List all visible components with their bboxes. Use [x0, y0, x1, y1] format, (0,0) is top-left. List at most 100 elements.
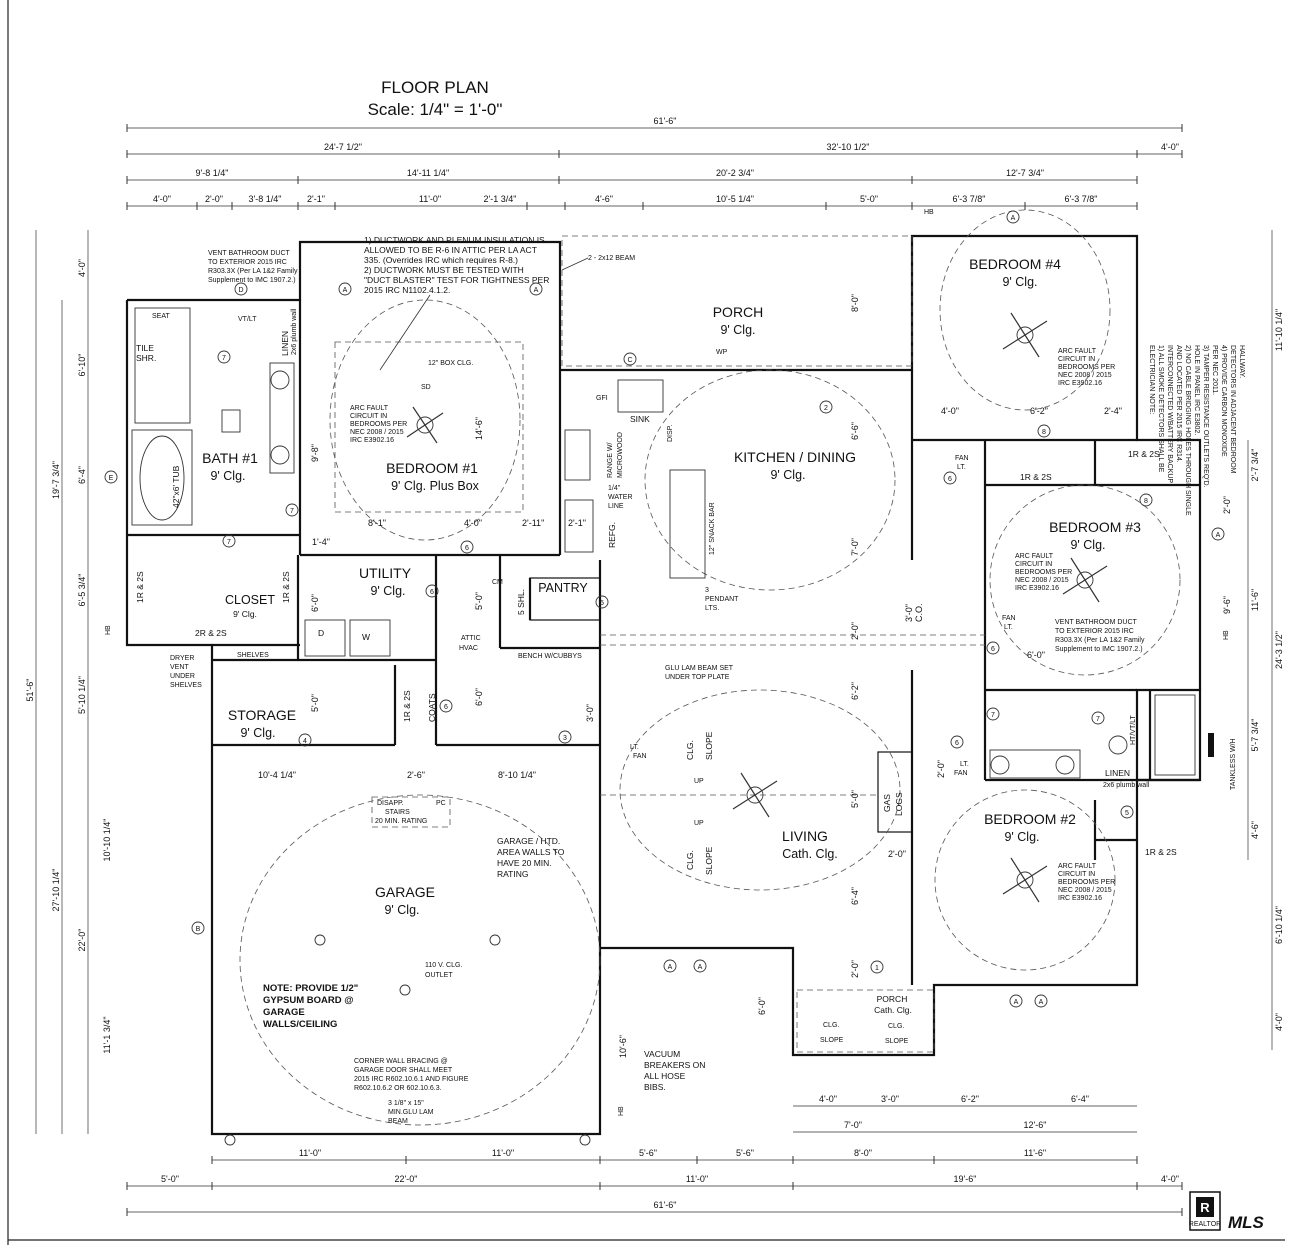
window-tags: A A A A A A A A B C D E: [104, 210, 1225, 1008]
note-arc1-4: IRC E3902.16: [350, 437, 394, 444]
plan-title: FLOOR PLAN: [381, 78, 489, 97]
note-garage-beam-0: 3 1/8" x 15": [388, 1100, 424, 1107]
note-bracing-3: R602.10.6.2 OR 602.10.6.3.: [354, 1085, 442, 1092]
note-duct-4: "DUCT BLASTER" TEST FOR TIGHTNESS PER: [364, 275, 549, 285]
note-arc3-3: NEC 2008 / 2015: [1015, 577, 1069, 584]
note-dryer-1: VENT: [170, 664, 189, 671]
svg-text:B: B: [196, 926, 201, 933]
dim-top3-8: 5'-0": [860, 194, 878, 204]
note-1r2s-b2: 1R & 2S: [1145, 847, 1177, 857]
note-bracing-1: GARAGE DOOR SHALL MEET: [354, 1067, 453, 1074]
room-porch-back-name: PORCH: [877, 994, 908, 1004]
dim-top1-0: 24'-7 1/2": [324, 142, 362, 152]
svg-text:A: A: [698, 964, 703, 971]
note-elec-9: DETECTORS IN ADJACENT BEDROOM: [1229, 345, 1236, 474]
dim-left-inner-6: 11'-1 3/4": [102, 1016, 112, 1053]
note-arc4-1: CIRCUIT IN: [1058, 356, 1095, 363]
door-tag-6c: 6: [439, 699, 453, 713]
note-vent2-0: VENT BATHROOM DUCT: [1055, 619, 1138, 626]
svg-text:2: 2: [824, 405, 828, 412]
dim-porch1-1: 3'-0": [881, 1094, 899, 1104]
door-tag-7c: 7: [222, 534, 236, 548]
svg-text:A: A: [1014, 999, 1019, 1006]
room-porch-front-ceiling: 9' Clg.: [720, 323, 755, 337]
note-lt-fan-2a: LT.: [960, 761, 969, 768]
note-clg-slope-1a: CLG.: [685, 740, 695, 760]
dim-int-17: 7'-0": [850, 538, 860, 556]
room-storage-name: STORAGE: [228, 707, 296, 723]
window-tag-a1: A: [338, 282, 352, 296]
dim-int-6: 1'-4": [312, 537, 330, 547]
note-hb-4: HB: [618, 1106, 625, 1116]
note-elec-8: 4) PROVIDE CARBON MONOXIDE: [1220, 345, 1227, 457]
note-outlet-1: OUTLET: [425, 972, 453, 979]
room-closet-ceiling: 9' Clg.: [233, 609, 257, 619]
dim-right-interior-0: 2'-0": [1222, 496, 1232, 514]
note-arc3-0: ARC FAULT: [1015, 553, 1054, 560]
dim-porch2-0: 7'-0": [844, 1120, 862, 1130]
dim-top3-6: 4'-6": [595, 194, 613, 204]
note-arc1-2: BEDROOMS PER: [350, 421, 407, 428]
dim-porch1-0: 4'-0": [819, 1094, 837, 1104]
dim-right-outer-3: 4'-0": [1274, 1013, 1284, 1031]
dim-top2-3: 12'-7 3/4": [1006, 168, 1044, 178]
note-vent1-2: R303.3X (Per LA 1&2 Family: [208, 268, 298, 275]
window-tag-a5: A: [663, 959, 677, 973]
fixtures: [131, 307, 1196, 1146]
room-living-name: LIVING: [782, 828, 828, 844]
dim-int-11: 5'-0": [310, 694, 320, 712]
door-tag-6e: 6: [986, 641, 1000, 655]
dim-int-19: 3'-0": [904, 604, 914, 622]
note-clg-slope-4a: CLG.: [888, 1023, 904, 1030]
note-hb-3: HB: [1223, 630, 1230, 640]
note-d: D: [318, 628, 324, 638]
note-bench: BENCH W/CUBBYS: [518, 653, 582, 660]
note-elec-7: PER NEC 2011.: [1211, 345, 1218, 395]
note-vent2-2: R303.3X (Per LA 1&2 Family: [1055, 637, 1145, 644]
note-gypsum-3: WALLS/CEILING: [263, 1019, 337, 1030]
dim-right-inner-0: 2'-7 3/4": [1250, 449, 1260, 482]
note-fan-lt-2a: FAN: [1002, 615, 1016, 622]
note-arc2-3: NEC 2008 / 2015: [1058, 887, 1112, 894]
note-elec-10: HALLWAY.: [1238, 345, 1245, 378]
note-box-clg: 12" BOX CLG.: [428, 360, 473, 367]
dim-top1-1: 32'-10 1/2": [827, 142, 870, 152]
top-dimensions: 61'-6" 24'-7 1/2" 32'-10 1/2" 4'-0" 9'-8…: [126, 116, 1183, 210]
note-duct-0: 1) DUCTWORK AND PLENUM INSULATION IS: [364, 235, 545, 245]
dim-overall-bottom: 61'-6": [654, 1200, 677, 1210]
left-dimensions: 51'-6" 19'-7 3/4" 27'-10 1/4" 4'-0" 6'-1…: [25, 230, 112, 1134]
note-elec-0: ELECTRICIAN NOTE:: [1148, 345, 1155, 415]
note-w: W: [362, 632, 370, 642]
note-duct-1: ALLOWED TO BE R-6 IN ATTIC PER LA ACT: [364, 245, 537, 255]
window-tag-a2: A: [529, 282, 543, 296]
dim-bot2-1: 22'-0": [395, 1174, 418, 1184]
note-glulam-0: GLU LAM BEAM SET: [665, 665, 734, 672]
note-duct-3: 2) DUCTWORK MUST BE TESTED WITH: [364, 265, 524, 275]
room-bedroom4-ceiling: 9' Clg.: [1002, 275, 1037, 289]
note-coats: COATS: [427, 693, 437, 722]
note-clg-slope-1b: SLOPE: [704, 731, 714, 760]
note-plumb-wall-2: 2x6 plumb wall: [1103, 782, 1150, 789]
note-outlet-0: 110 V. CLG.: [425, 962, 462, 969]
note-vacuum-1: BREAKERS ON: [644, 1060, 705, 1070]
note-tankless: TANKLESS W/H: [1230, 738, 1237, 790]
window-tag-e: E: [104, 470, 118, 484]
note-vent1-1: TO EXTERIOR 2015 IRC: [208, 259, 287, 266]
svg-text:D: D: [238, 287, 243, 294]
dim-left-inner-5: 10'-10 1/4": [102, 819, 112, 862]
dashed-lines: [239, 209, 1181, 1126]
dim-int-2: 2'-11": [522, 518, 544, 528]
note-water-0: 1/4": [608, 485, 621, 492]
dim-int-20: C.O.: [914, 603, 924, 622]
room-garage-name: GARAGE: [375, 884, 435, 900]
note-tile-shr-0: TILE: [136, 343, 154, 353]
door-tag-5b: 5: [1120, 805, 1134, 819]
door-tag-6f: 6: [950, 735, 964, 749]
window-tag-a6: A: [693, 959, 707, 973]
room-bedroom1-name: BEDROOM #1: [386, 460, 478, 476]
note-vent2-3: Supplement to IMC 1907.2.): [1055, 646, 1143, 653]
dim-porch1-3: 6'-4": [1071, 1094, 1089, 1104]
dim-int-27: 2'-4": [1104, 406, 1122, 416]
dim-right-inner-3: 4'-6": [1250, 821, 1260, 839]
